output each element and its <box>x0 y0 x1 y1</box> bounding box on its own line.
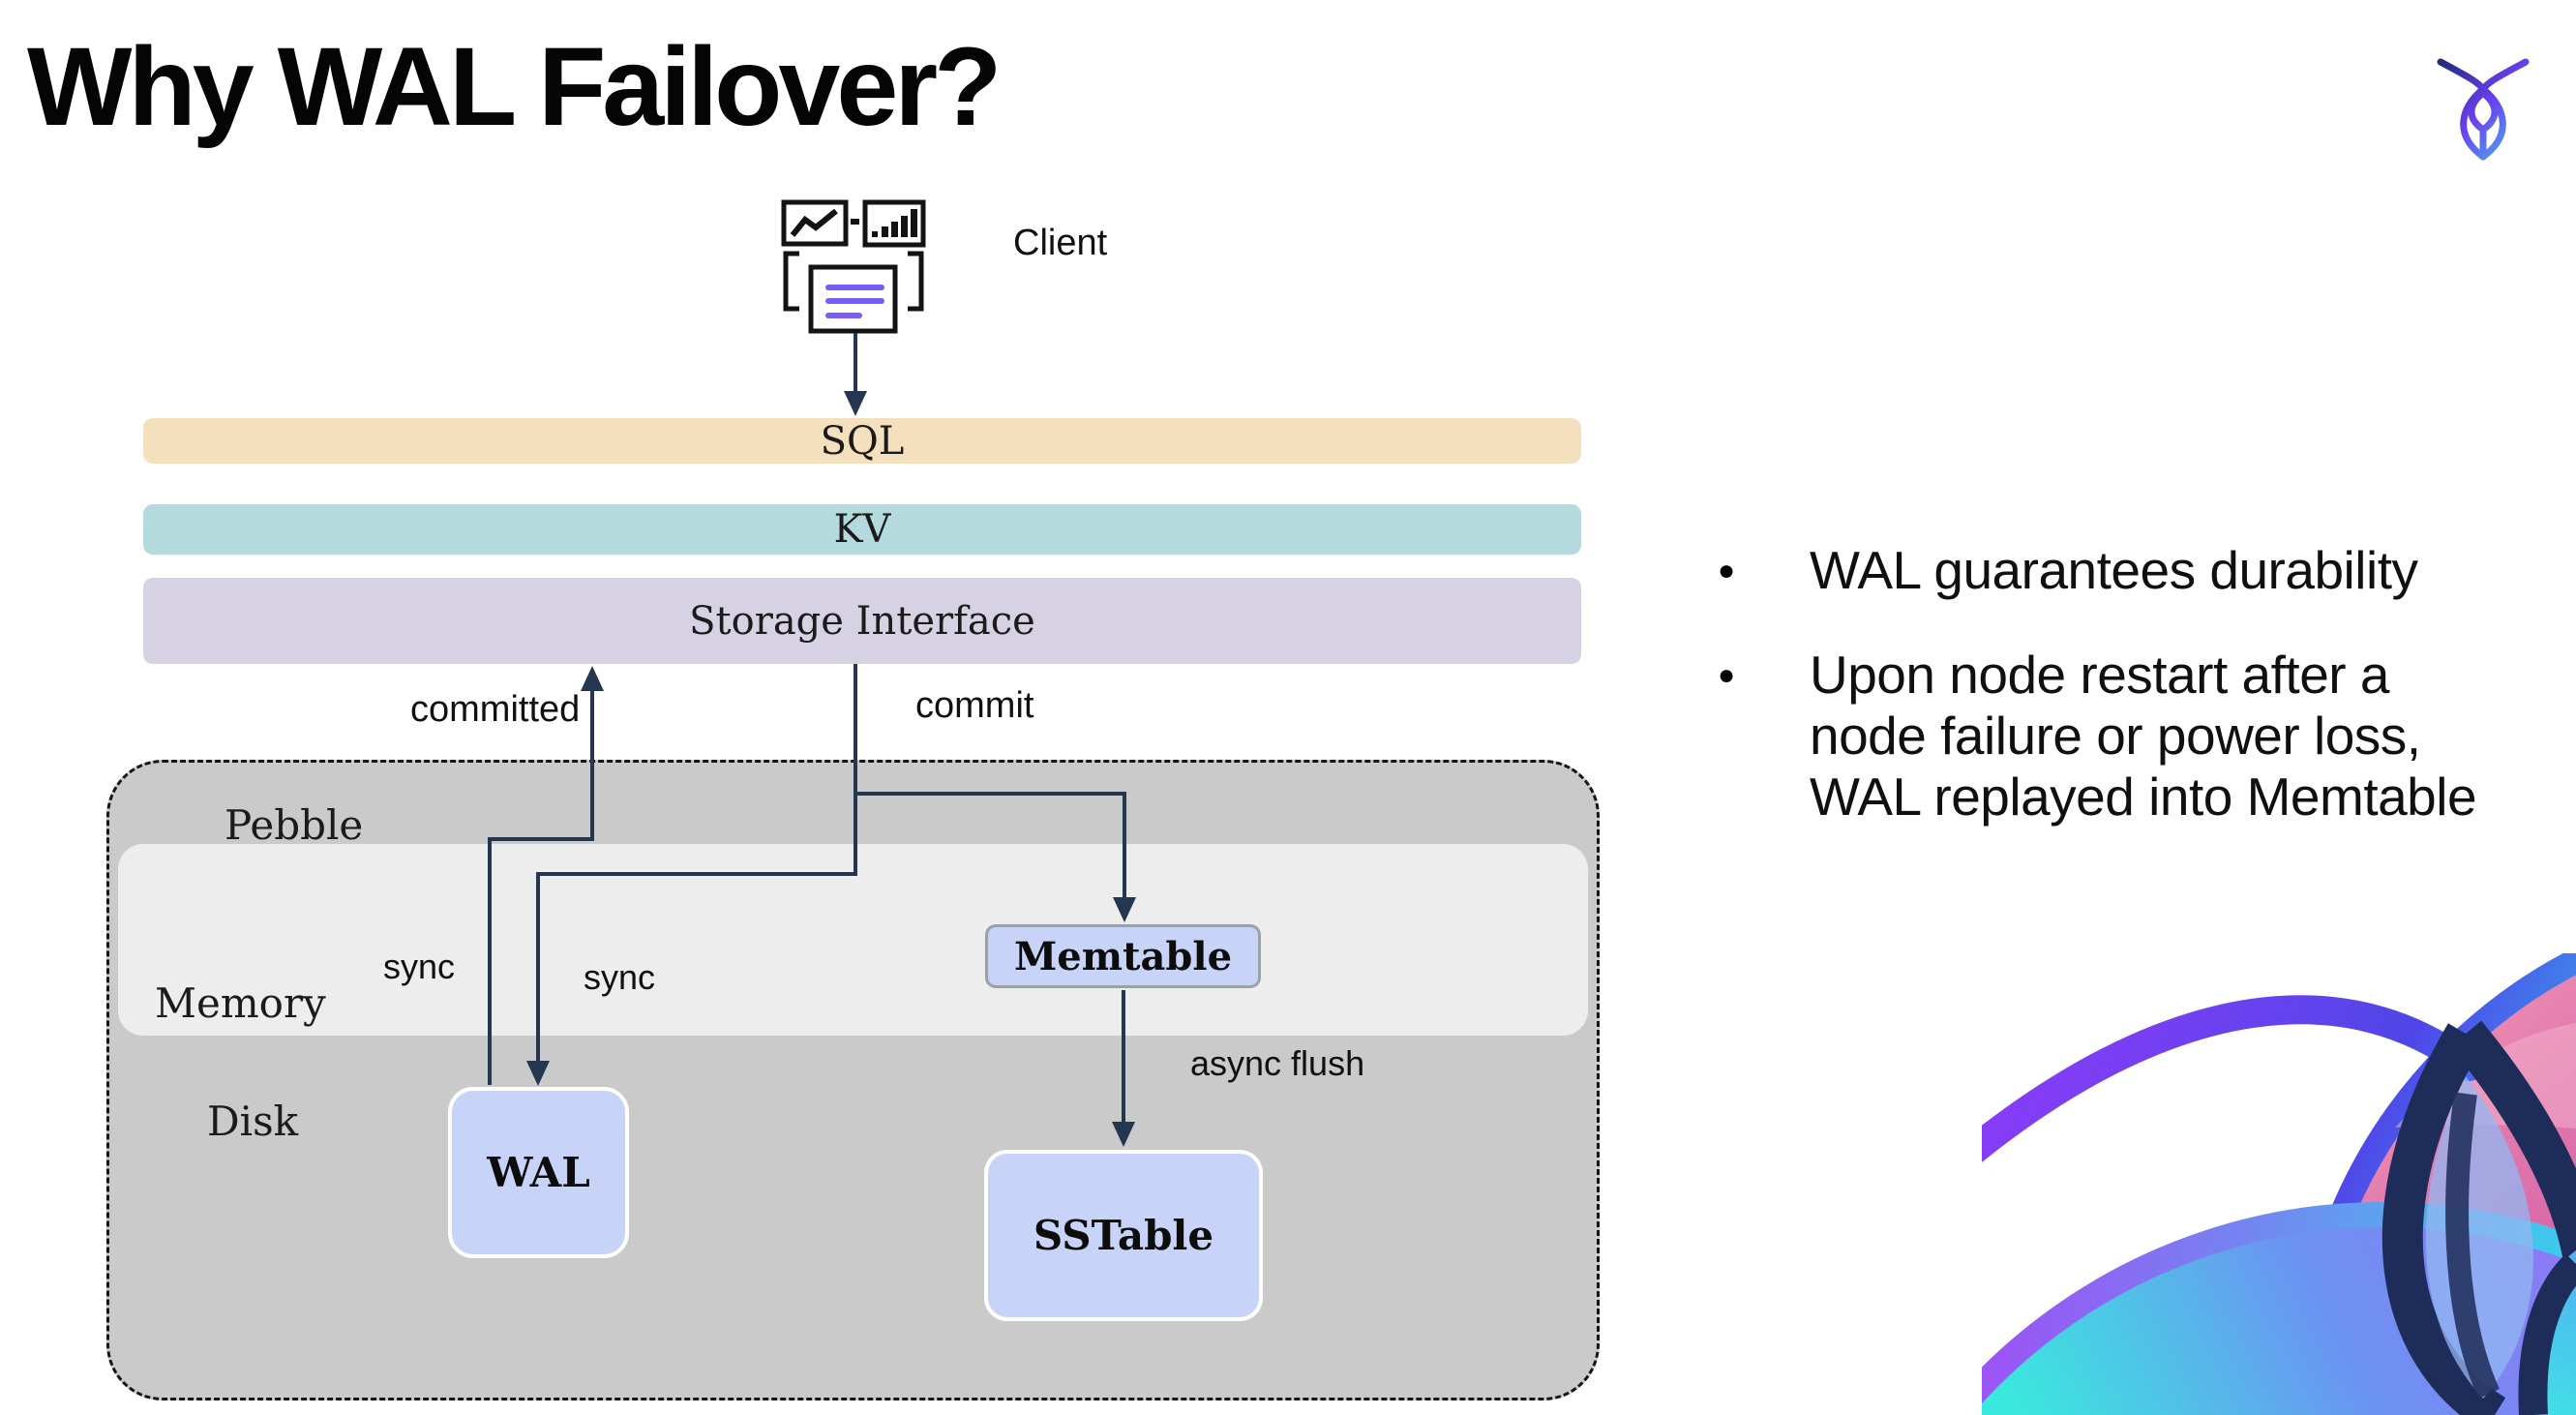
cockroachdb-logo <box>2437 58 2530 161</box>
node-memtable-label: Memtable <box>1013 933 1233 979</box>
node-wal-label: WAL <box>487 1149 590 1196</box>
layer-label-sql: SQL <box>820 418 905 464</box>
bullet-item-durability: ● WAL guarantees durability <box>1718 540 2511 601</box>
edge-label-async-flush: async flush <box>1190 1043 1365 1083</box>
bullet-text: Upon node restart after a node failure o… <box>1810 645 2477 827</box>
pebble-label: Pebble <box>225 801 364 849</box>
layer-label-storage-interface: Storage Interface <box>689 598 1035 644</box>
bullet-text: WAL guarantees durability <box>1810 540 2418 600</box>
node-wal: WAL <box>448 1087 629 1258</box>
node-memtable: Memtable <box>985 924 1261 988</box>
client-label: Client <box>1013 223 1108 263</box>
memory-region <box>118 844 1588 1036</box>
bullet-item-replay: ● Upon node restart after a node failure… <box>1718 645 2511 828</box>
edge-label-commit: commit <box>915 685 1034 726</box>
brand-art <box>1982 953 2576 1415</box>
layer-label-kv: KV <box>833 507 891 552</box>
disk-label: Disk <box>207 1098 299 1145</box>
client-icon <box>781 199 926 334</box>
page-title: Why WAL Failover? <box>27 25 1002 149</box>
edge-label-sync-left: sync <box>383 947 456 986</box>
layer-bar-storage-interface: Storage Interface <box>143 578 1581 664</box>
layer-bar-sql: SQL <box>143 418 1581 464</box>
bullet-list: ● WAL guarantees durability ● Upon node … <box>1718 540 2511 828</box>
node-sstable-label: SSTable <box>1033 1212 1214 1259</box>
memory-label: Memory <box>155 979 326 1027</box>
layer-bar-kv: KV <box>143 504 1581 555</box>
bullet-dot: ● <box>1718 659 1736 691</box>
bullet-dot: ● <box>1718 555 1736 587</box>
node-sstable: SSTable <box>984 1150 1263 1321</box>
edge-label-sync-right: sync <box>584 957 656 997</box>
edge-label-committed: committed <box>410 689 581 730</box>
arrow-client-to-sql <box>844 333 867 416</box>
